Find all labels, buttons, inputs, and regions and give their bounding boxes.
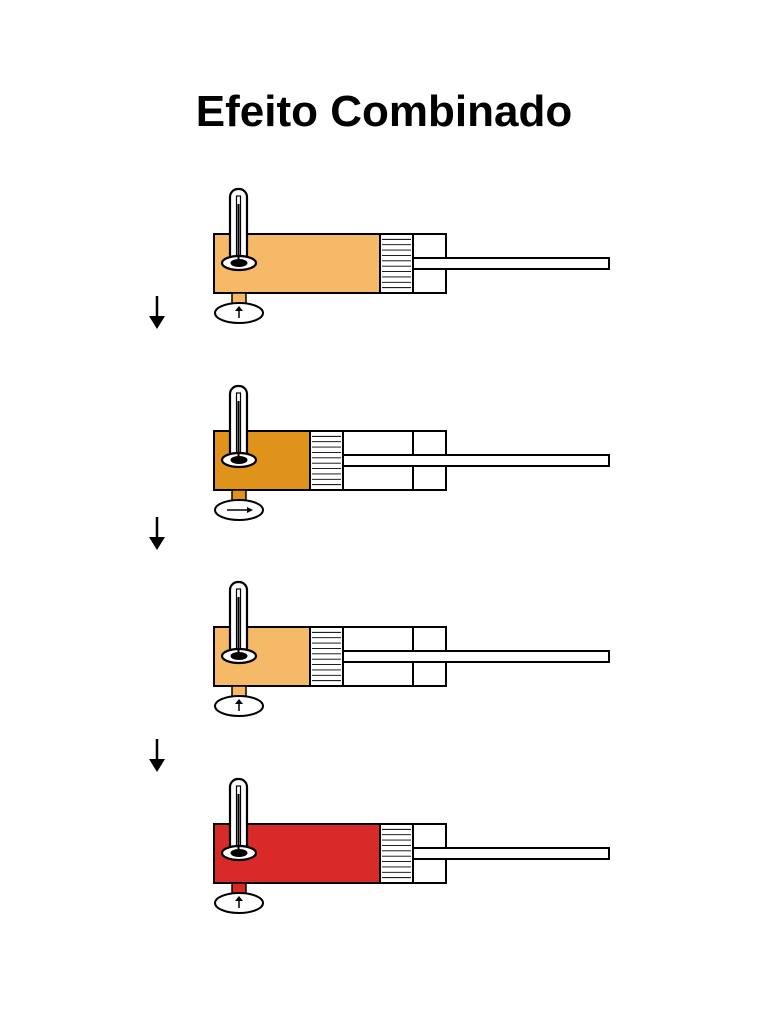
cylinder-stage-3 — [213, 580, 610, 717]
cylinder-stage-1 — [213, 187, 610, 324]
pressure-gauge — [214, 892, 264, 914]
thermometer-icon — [220, 580, 258, 665]
cylinder-stage-4 — [213, 777, 610, 914]
thermometer-icon — [220, 187, 258, 272]
down-arrow-icon — [149, 517, 165, 550]
needle-right-icon — [227, 507, 253, 513]
piston — [309, 626, 344, 687]
needle-up-icon — [235, 896, 243, 908]
piston-rod — [412, 847, 610, 860]
thermometer-icon — [220, 777, 258, 862]
page-title: Efeito Combinado — [195, 87, 573, 136]
needle-up-icon — [235, 699, 243, 711]
cylinder-stage-2 — [213, 384, 610, 521]
needle-up-icon — [235, 306, 243, 318]
piston — [309, 430, 344, 491]
down-arrow-icon — [149, 739, 165, 772]
piston-rod — [342, 650, 610, 663]
pressure-gauge — [214, 302, 264, 324]
piston — [379, 823, 414, 884]
piston-rod — [412, 257, 610, 270]
down-arrow-icon — [149, 296, 165, 329]
pressure-gauge — [214, 695, 264, 717]
piston-rod — [342, 454, 610, 467]
thermometer-icon — [220, 384, 258, 469]
pressure-gauge — [214, 499, 264, 521]
piston — [379, 233, 414, 294]
